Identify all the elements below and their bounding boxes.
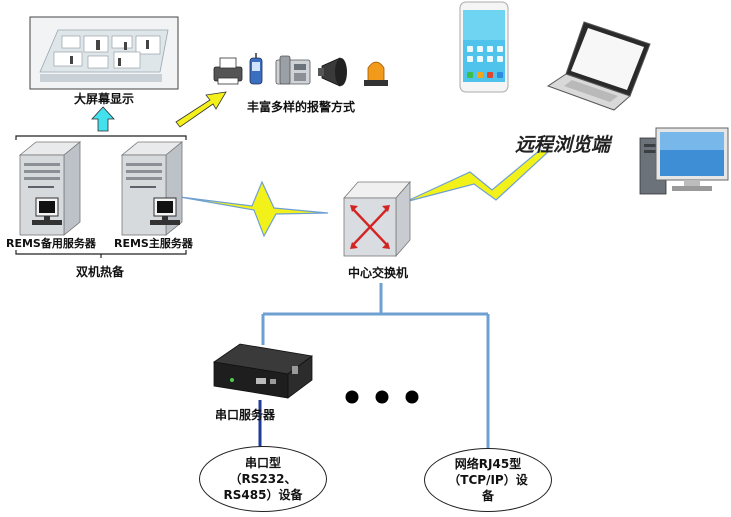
mobile-phone-icon — [249, 53, 263, 85]
big-screen-display — [29, 16, 179, 90]
lightning-switch-to-remote — [404, 149, 550, 203]
smartphone-icon — [459, 1, 509, 93]
alarm-methods-label: 丰富多样的报警方式 — [247, 100, 356, 114]
serial-device-label-line3: RS485）设备 — [223, 488, 303, 502]
backup-server-label: REMS备用服务器 — [6, 237, 96, 250]
warning-light-icon — [364, 61, 388, 86]
remote-browser-label: 远程浏览端 — [515, 134, 611, 156]
dual-standby-bracket — [15, 135, 187, 258]
serial-device-label-line2: （RS232、 — [229, 472, 297, 486]
laptop-icon — [546, 21, 651, 111]
dual-hot-standby-label: 双机热备 — [76, 265, 125, 279]
backup-server-icon — [18, 141, 82, 236]
serial-device-node: 串口型 （RS232、 RS485）设备 — [199, 446, 327, 512]
printer-icon — [213, 57, 243, 85]
serial-server-icon — [212, 343, 313, 399]
lightning-servers-to-switch — [179, 180, 329, 238]
network-device-label-line1: 网络RJ45型 — [454, 457, 522, 471]
desktop-pc-icon — [639, 127, 729, 195]
alarm-arrow — [175, 91, 227, 128]
network-links — [261, 283, 490, 452]
network-device-node: 网络RJ45型 （TCP/IP）设 备 — [424, 448, 552, 512]
siren-horn-icon — [318, 57, 347, 87]
big-screen-label: 大屏幕显示 — [74, 92, 135, 106]
network-device-label-line2: （TCP/IP）设 — [448, 473, 528, 487]
serial-device-label-line1: 串口型 — [244, 456, 281, 470]
main-server-label: REMS主服务器 — [114, 237, 193, 250]
up-arrow — [91, 106, 115, 132]
central-switch-icon — [343, 180, 411, 258]
desk-phone-icon — [275, 55, 311, 85]
more-devices-dots — [345, 390, 419, 404]
main-server-icon — [120, 141, 184, 236]
central-switch-label: 中心交换机 — [348, 266, 409, 280]
network-device-label-line3: 备 — [481, 489, 494, 503]
serial-server-label: 串口服务器 — [215, 408, 276, 422]
